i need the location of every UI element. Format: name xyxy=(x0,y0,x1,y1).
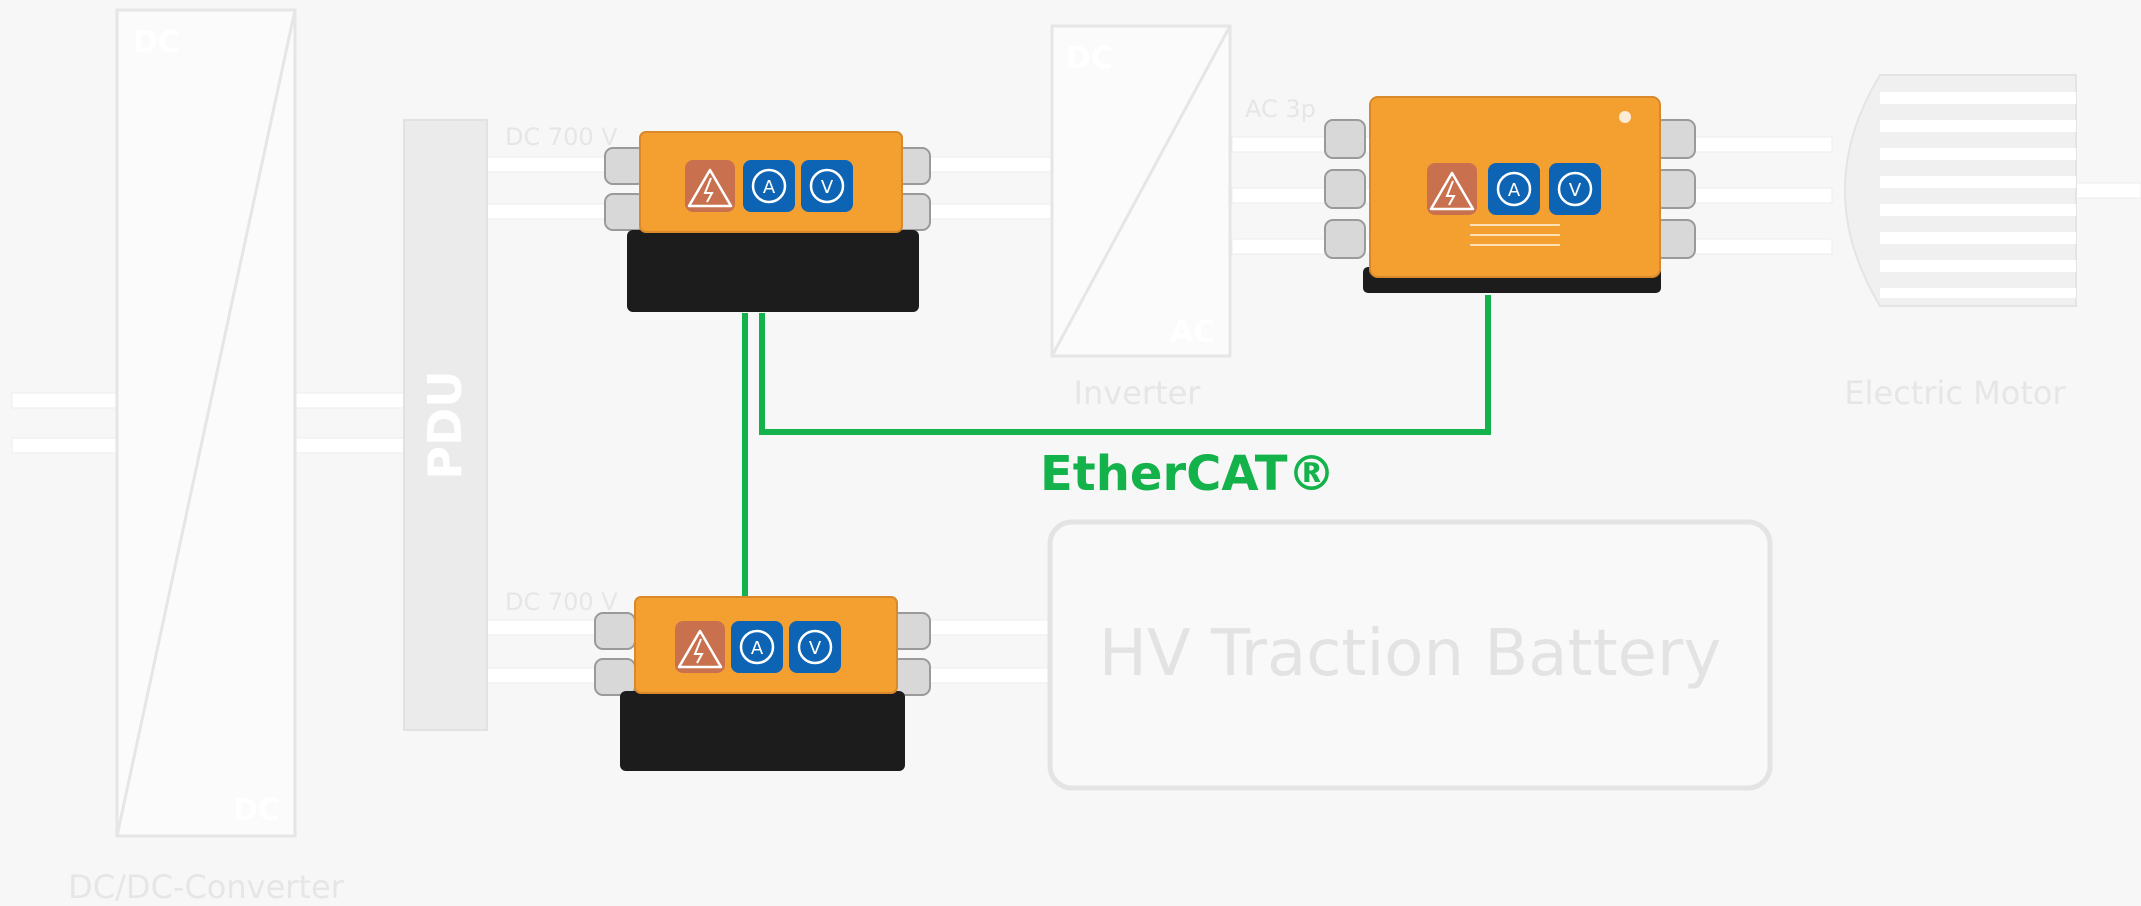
inverter: DC AC Inverter xyxy=(1050,24,1232,412)
svg-text:V: V xyxy=(809,638,822,659)
ammeter-icon: A xyxy=(743,160,795,212)
sensor-module-dc-top: A V xyxy=(604,131,931,312)
high-voltage-icon xyxy=(1427,163,1477,215)
cable-glands xyxy=(1324,119,1696,259)
pdu-label: PDU xyxy=(418,370,472,479)
dcdc-converter: DC DC DC/DC-Converter xyxy=(68,8,345,906)
battery-name: HV Traction Battery xyxy=(1099,617,1721,691)
electric-motor: Electric Motor xyxy=(1844,74,2077,412)
voltmeter-icon: V xyxy=(789,621,841,673)
inverter-top-label: DC xyxy=(1066,41,1113,76)
svg-text:A: A xyxy=(751,638,764,659)
sensor-module-dc-bottom: A V xyxy=(594,596,931,771)
ethercat-label: EtherCAT® xyxy=(1040,446,1336,502)
dcdc-name: DC/DC-Converter xyxy=(68,868,345,906)
svg-text:A: A xyxy=(1508,180,1521,201)
svg-text:V: V xyxy=(821,177,834,198)
hv-traction-battery: HV Traction Battery xyxy=(1047,519,1773,791)
svg-text:V: V xyxy=(1569,180,1582,201)
inverter-name: Inverter xyxy=(1074,374,1202,412)
inverter-bottom-label: AC xyxy=(1170,315,1215,350)
high-voltage-icon xyxy=(685,160,735,212)
motor-name: Electric Motor xyxy=(1844,374,2066,412)
wiring-symbol xyxy=(1470,224,1560,246)
ethercat-network xyxy=(742,295,1491,596)
ammeter-icon: A xyxy=(1488,163,1540,215)
ac-line-label: AC 3p xyxy=(1245,95,1316,123)
svg-text:A: A xyxy=(763,177,776,198)
high-voltage-icon xyxy=(675,621,725,673)
dcdc-bottom-label: DC xyxy=(233,793,280,828)
cable-glands xyxy=(604,147,931,231)
voltmeter-icon: V xyxy=(801,160,853,212)
dcdc-top-label: DC xyxy=(133,25,180,60)
ammeter-icon: A xyxy=(731,621,783,673)
dc-line-label-top: DC 700 V xyxy=(505,123,618,151)
sensor-module-ac: A V xyxy=(1324,96,1696,293)
dc-line-label-bottom: DC 700 V xyxy=(505,588,618,616)
voltmeter-icon: V xyxy=(1549,163,1601,215)
ethercat-link-top xyxy=(759,295,1491,435)
pdu: PDU xyxy=(403,119,488,731)
